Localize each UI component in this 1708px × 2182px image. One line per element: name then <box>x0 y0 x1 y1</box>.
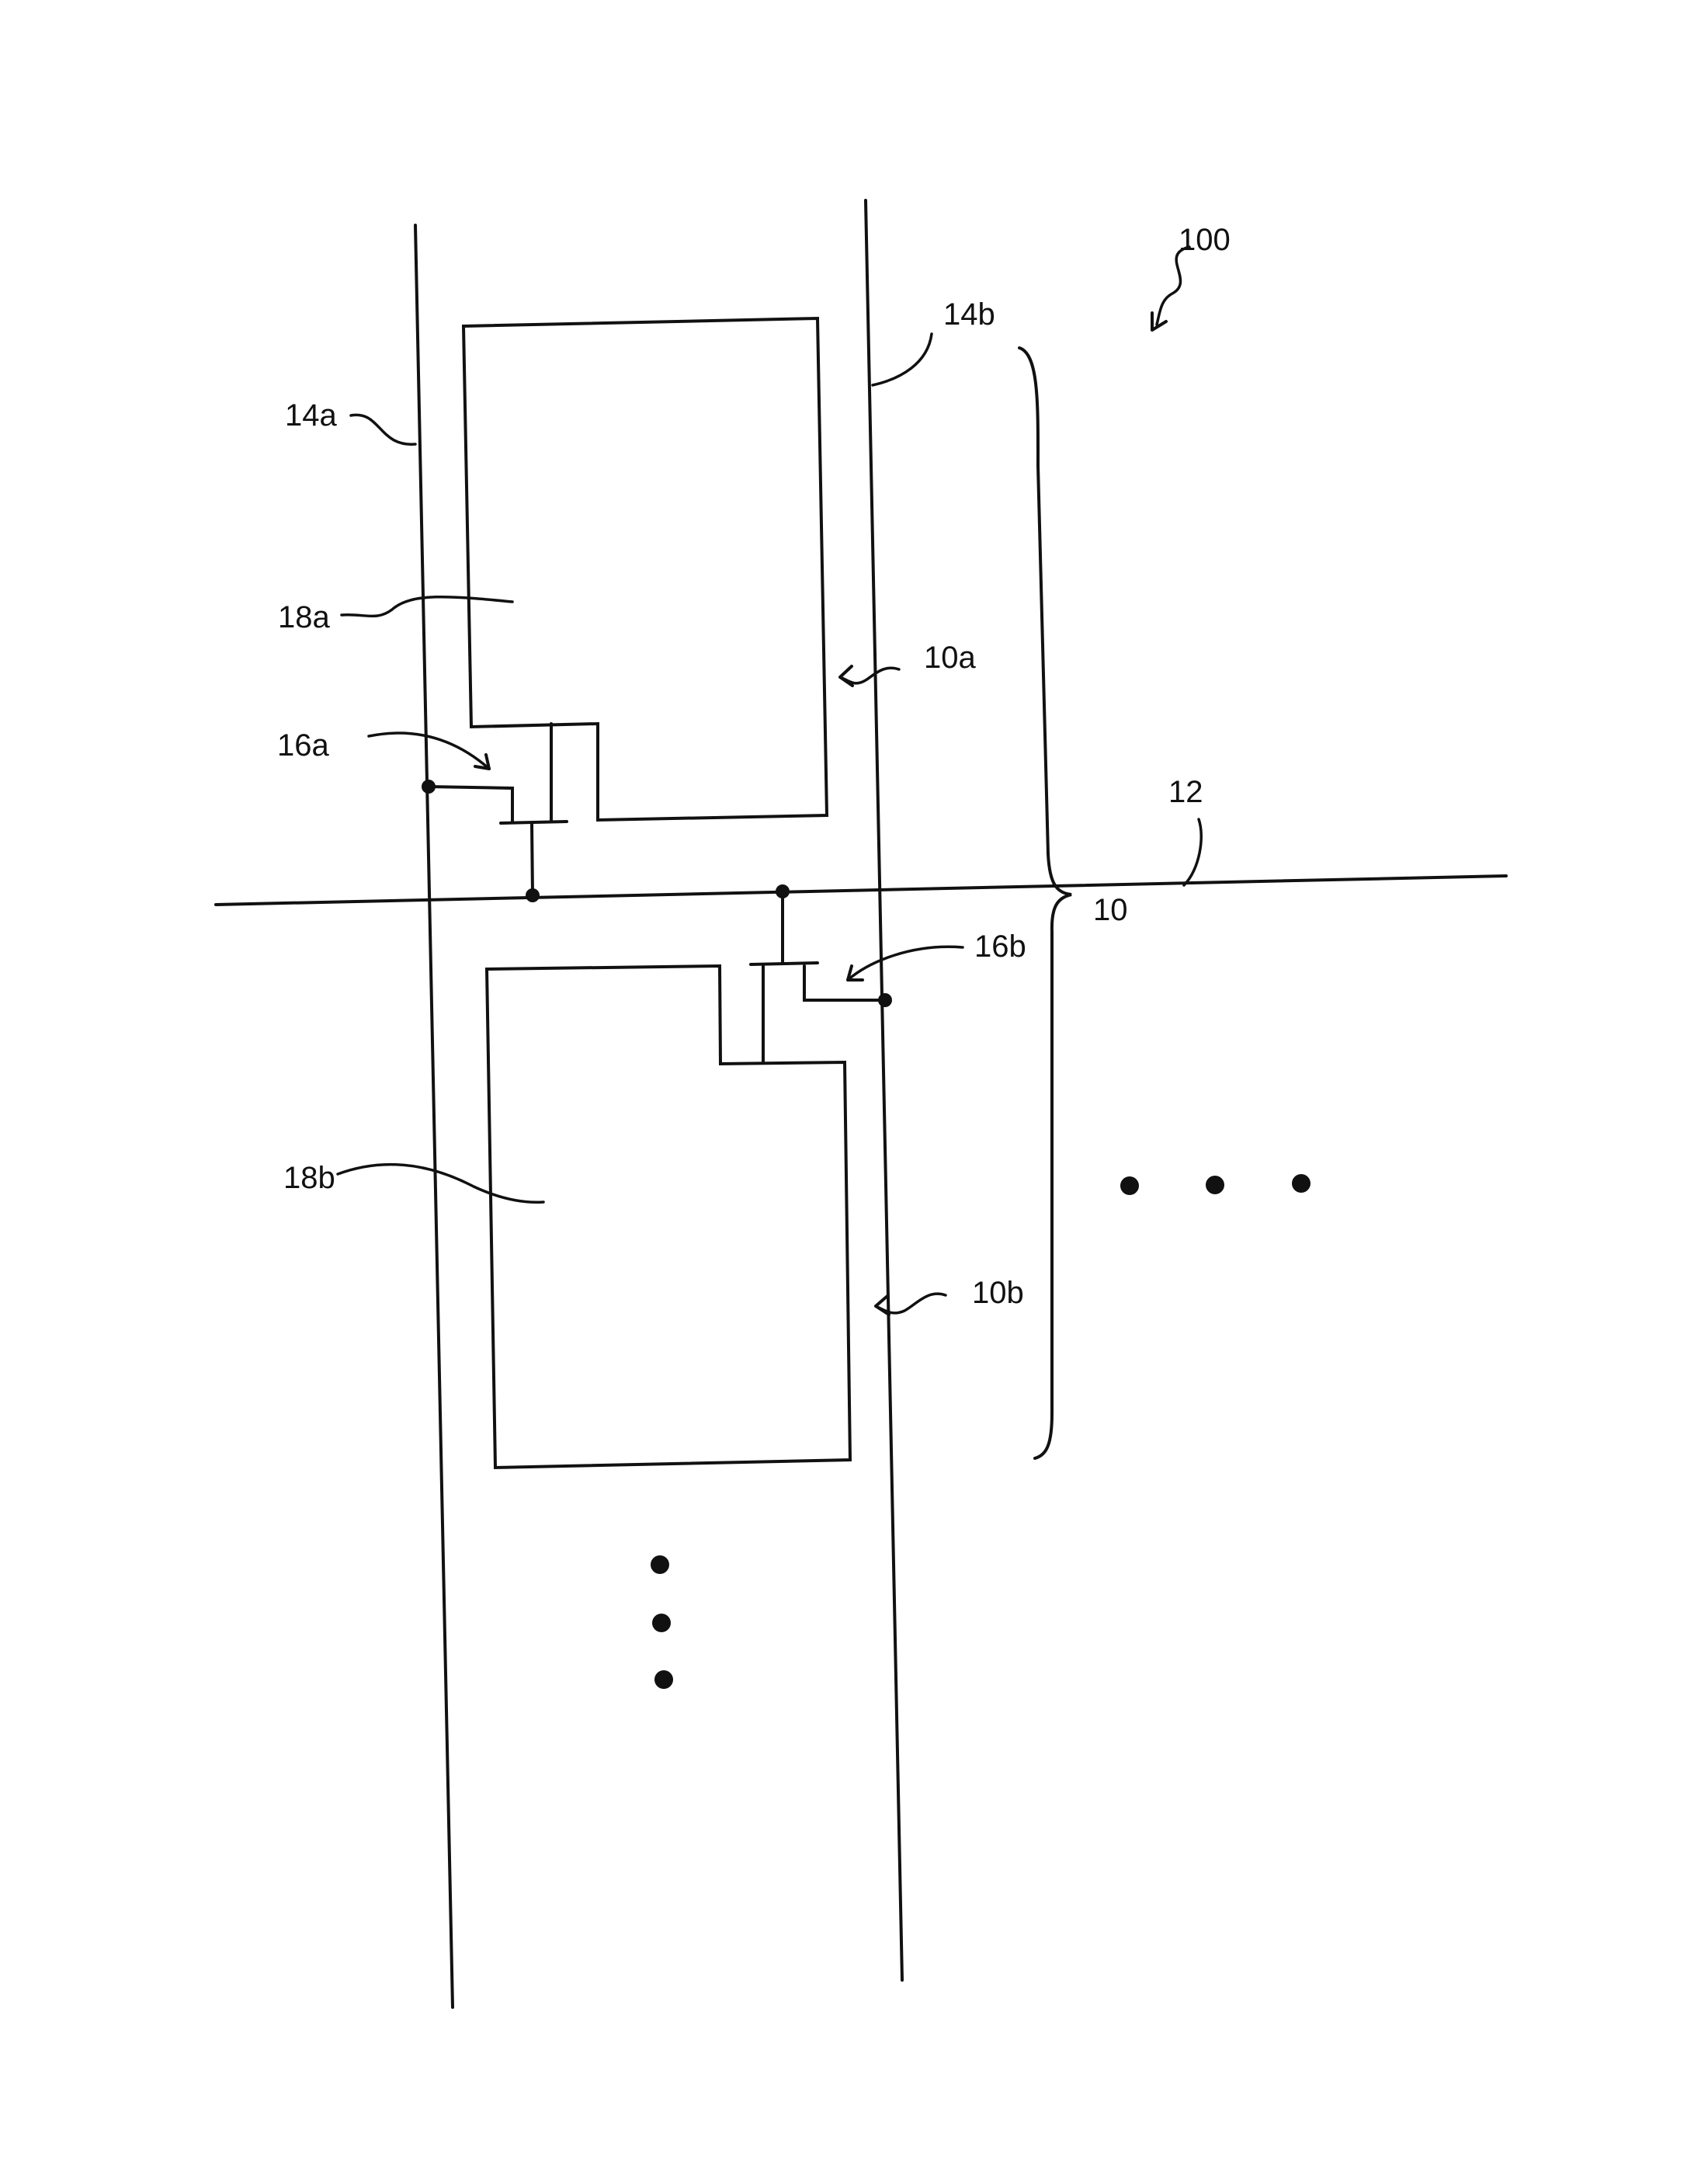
label-10b: 10b <box>972 1276 1024 1310</box>
continuation-dots-horizontal <box>1120 1174 1311 1195</box>
label-10a: 10a <box>924 641 976 675</box>
group-brace-10 <box>1019 348 1071 1458</box>
scan-line-12 <box>216 876 1506 905</box>
leader-16a <box>369 733 489 769</box>
label-10: 10 <box>1093 893 1128 927</box>
leader-18a <box>342 597 512 617</box>
leader-14a <box>351 415 415 444</box>
leader-16b <box>848 947 963 980</box>
leader-14b <box>873 334 932 385</box>
transistor-16b <box>751 884 892 1062</box>
signal-line-14b <box>866 200 902 1980</box>
label-12: 12 <box>1168 775 1203 809</box>
label-16b: 16b <box>974 929 1026 964</box>
label-18a: 18a <box>278 600 330 634</box>
label-100: 100 <box>1179 223 1231 257</box>
leader-12 <box>1184 819 1201 885</box>
label-14b: 14b <box>943 297 995 332</box>
pixel-electrode-18a <box>463 318 827 820</box>
arrowhead-10a <box>840 666 852 686</box>
signal-line-14a <box>415 225 453 2007</box>
pixel-electrode-18b <box>487 966 850 1468</box>
leader-18b <box>338 1165 543 1203</box>
continuation-dots-vertical <box>651 1555 673 1689</box>
label-14a: 14a <box>285 398 337 433</box>
leader-100 <box>1157 247 1189 325</box>
label-18b: 18b <box>283 1161 335 1195</box>
label-16a: 16a <box>277 728 329 763</box>
transistor-16a <box>422 724 567 902</box>
